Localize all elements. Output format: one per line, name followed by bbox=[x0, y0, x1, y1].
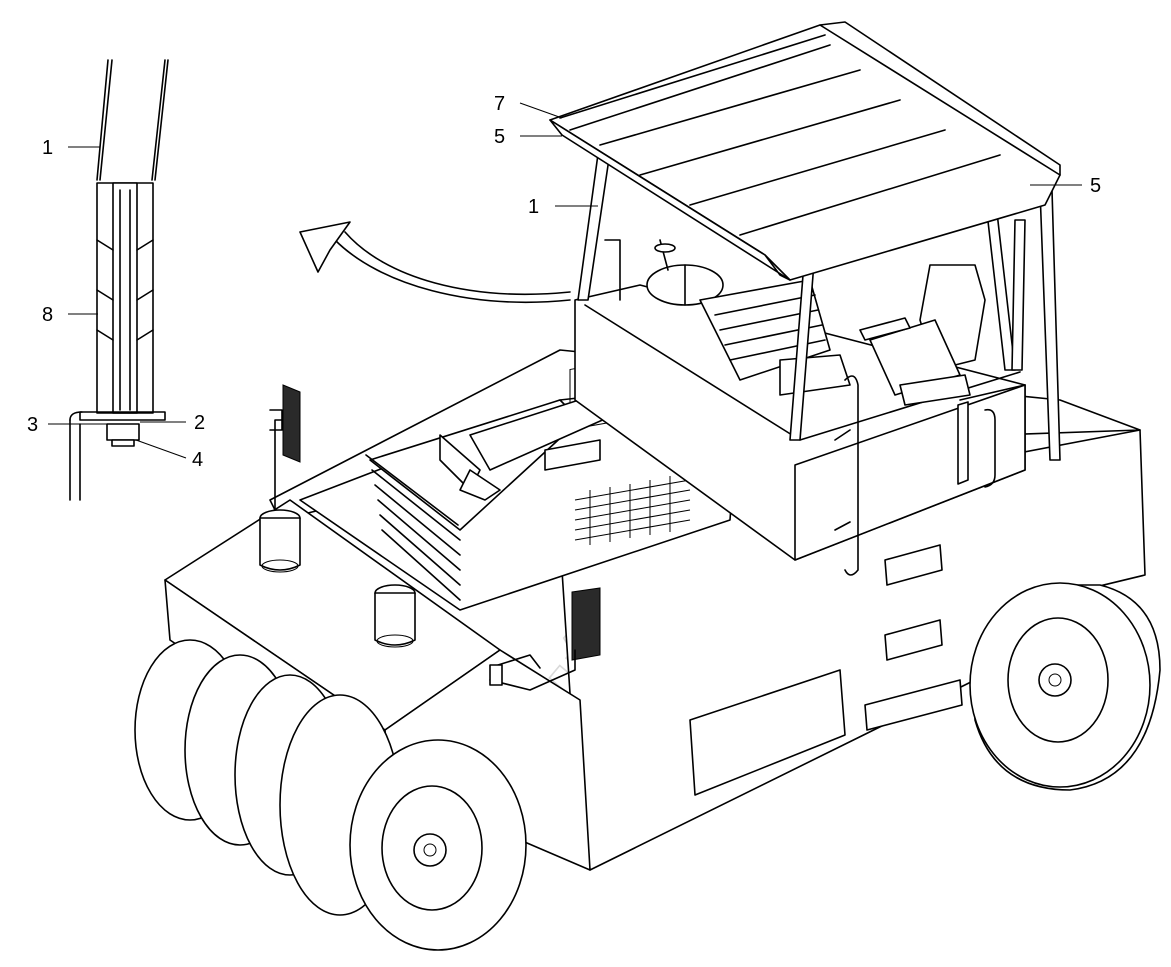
steering-wheel bbox=[646, 239, 724, 306]
callouts: 1 8 3 2 4 7 5 1 5 bbox=[27, 93, 1101, 471]
callout-1-canopy: 1 bbox=[528, 196, 539, 218]
operator-seat bbox=[859, 264, 986, 406]
detail-arrow bbox=[299, 221, 571, 303]
roller-machine bbox=[134, 21, 1161, 951]
callout-3: 3 bbox=[27, 414, 38, 436]
front-tank-left bbox=[259, 509, 301, 573]
callout-2: 2 bbox=[194, 412, 205, 434]
rear-tire bbox=[969, 582, 1161, 791]
callout-8: 8 bbox=[42, 304, 53, 326]
callout-5-left: 5 bbox=[494, 126, 505, 148]
front-tires bbox=[134, 639, 527, 951]
callout-7: 7 bbox=[494, 93, 505, 115]
mirror-right bbox=[489, 587, 601, 691]
detail-view bbox=[69, 59, 169, 501]
front-tank-right bbox=[374, 584, 416, 648]
mirror-left bbox=[269, 384, 301, 511]
callout-4: 4 bbox=[192, 449, 203, 471]
callout-5-right: 5 bbox=[1090, 175, 1101, 197]
canopy-roof bbox=[549, 21, 1061, 281]
callout-1-detail: 1 bbox=[42, 137, 53, 159]
